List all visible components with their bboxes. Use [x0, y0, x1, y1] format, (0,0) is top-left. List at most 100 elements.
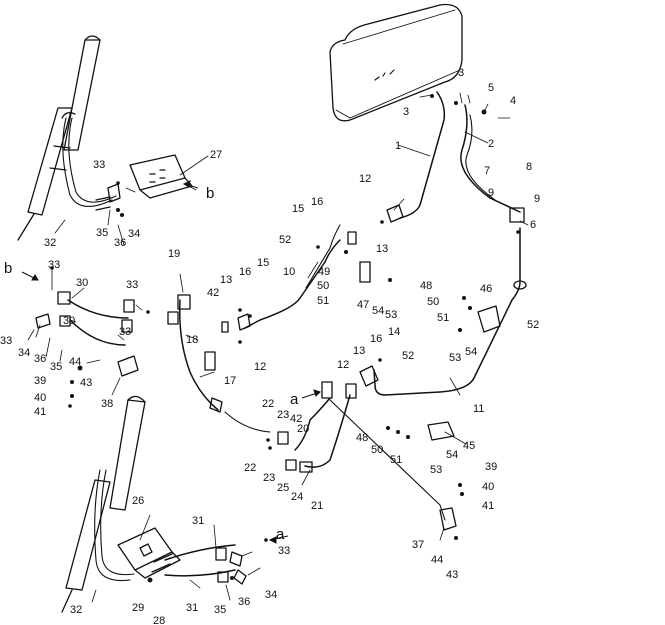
- part-callout-7: 7: [484, 165, 490, 177]
- part-callout-36: 36: [238, 596, 250, 608]
- part-callout-8: 8: [526, 161, 532, 173]
- part-callout-49: 49: [318, 266, 330, 278]
- part-callout-31: 31: [192, 515, 204, 527]
- part-callout-16: 16: [239, 266, 251, 278]
- part-callout-52: 52: [527, 319, 539, 331]
- part-callout-36: 36: [114, 237, 126, 249]
- part-callout-53: 53: [430, 464, 442, 476]
- part-callout-12: 12: [337, 359, 349, 371]
- part-callout-28: 28: [153, 615, 165, 625]
- part-callout-3: 3: [403, 106, 409, 118]
- part-callout-33: 33: [126, 279, 138, 291]
- part-callout-54: 54: [372, 305, 384, 317]
- part-callout-12: 12: [254, 361, 266, 373]
- part-callout-32: 32: [70, 604, 82, 616]
- part-callout-1: 1: [395, 140, 401, 152]
- part-callout-54: 54: [446, 449, 458, 461]
- part-callout-27: 27: [210, 149, 222, 161]
- part-callout-15: 15: [292, 203, 304, 215]
- part-callout-10: 10: [283, 266, 295, 278]
- part-callout-41: 41: [34, 406, 46, 418]
- part-callout-31: 31: [186, 602, 198, 614]
- reference-letter-a: a: [276, 526, 285, 543]
- reference-arrows: [21, 180, 321, 544]
- part-callout-25: 25: [277, 482, 289, 494]
- part-callout-13: 13: [353, 345, 365, 357]
- pipes: [67, 91, 521, 577]
- part-callout-18: 18: [186, 334, 198, 346]
- part-callout-12: 12: [359, 173, 371, 185]
- part-callout-22: 22: [244, 462, 256, 474]
- part-callout-34: 34: [265, 589, 277, 601]
- part-callout-50: 50: [371, 444, 383, 456]
- part-callout-20: 20: [297, 423, 309, 435]
- valve-block-upper: [95, 154, 193, 211]
- part-callout-30: 30: [63, 315, 75, 327]
- part-callout-23: 23: [263, 472, 275, 484]
- part-callout-35: 35: [214, 604, 226, 616]
- part-callout-16: 16: [370, 333, 382, 345]
- reference-letter-b: b: [206, 185, 214, 202]
- part-callout-44: 44: [431, 554, 443, 566]
- part-callout-14: 14: [388, 326, 400, 338]
- part-callout-45: 45: [463, 440, 475, 452]
- part-callout-11: 11: [473, 403, 484, 415]
- part-callout-23: 23: [277, 409, 289, 421]
- part-callout-44: 44: [69, 356, 81, 368]
- part-callout-33: 33: [93, 159, 105, 171]
- part-callout-50: 50: [317, 280, 329, 292]
- part-callout-33: 33: [278, 545, 290, 557]
- part-callout-51: 51: [390, 454, 402, 466]
- part-callout-53: 53: [385, 309, 397, 321]
- part-callout-36: 36: [34, 353, 46, 365]
- cylinder-upper: [17, 35, 117, 241]
- part-callout-52: 52: [402, 350, 414, 362]
- part-callout-40: 40: [34, 392, 46, 404]
- part-callout-16: 16: [311, 196, 323, 208]
- fittings: [35, 204, 527, 585]
- part-callout-15: 15: [257, 257, 269, 269]
- part-callout-9: 9: [488, 187, 494, 199]
- part-callout-35: 35: [96, 227, 108, 239]
- part-callout-52: 52: [279, 234, 291, 246]
- part-callout-43: 43: [80, 377, 92, 389]
- part-callout-51: 51: [317, 295, 329, 307]
- valve-block-lower: [117, 527, 181, 579]
- part-callout-38: 38: [101, 398, 113, 410]
- part-callout-39: 39: [34, 375, 46, 387]
- part-callout-17: 17: [224, 375, 236, 387]
- part-callout-33: 33: [48, 259, 60, 271]
- cylinder-lower: [61, 395, 146, 613]
- part-callout-6: 6: [530, 219, 536, 231]
- part-callout-47: 47: [357, 299, 369, 311]
- part-callout-30: 30: [76, 277, 88, 289]
- part-callout-42: 42: [207, 287, 219, 299]
- part-callout-19: 19: [168, 248, 180, 260]
- part-callout-22: 22: [262, 398, 274, 410]
- part-callout-41: 41: [482, 500, 494, 512]
- part-callout-50: 50: [427, 296, 439, 308]
- part-callout-34: 34: [18, 347, 30, 359]
- part-callout-24: 24: [291, 491, 303, 503]
- part-callout-3: 3: [458, 67, 464, 79]
- part-callout-40: 40: [482, 481, 494, 493]
- part-callout-51: 51: [437, 312, 449, 324]
- part-callout-13: 13: [220, 274, 232, 286]
- part-callout-42: 42: [290, 413, 302, 425]
- part-callout-48: 48: [420, 280, 432, 292]
- part-callout-2: 2: [488, 138, 494, 150]
- part-callout-37: 37: [412, 539, 424, 551]
- tank: [329, 3, 463, 122]
- part-callout-54: 54: [465, 346, 477, 358]
- part-callout-33: 33: [0, 335, 12, 347]
- part-callout-32: 32: [44, 237, 56, 249]
- part-callout-21: 21: [311, 500, 323, 512]
- part-callout-53: 53: [449, 352, 461, 364]
- part-callout-33: 33: [119, 326, 131, 338]
- leader-lines: [27, 92, 529, 603]
- part-callout-13: 13: [376, 243, 388, 255]
- reference-letter-b: b: [4, 260, 12, 277]
